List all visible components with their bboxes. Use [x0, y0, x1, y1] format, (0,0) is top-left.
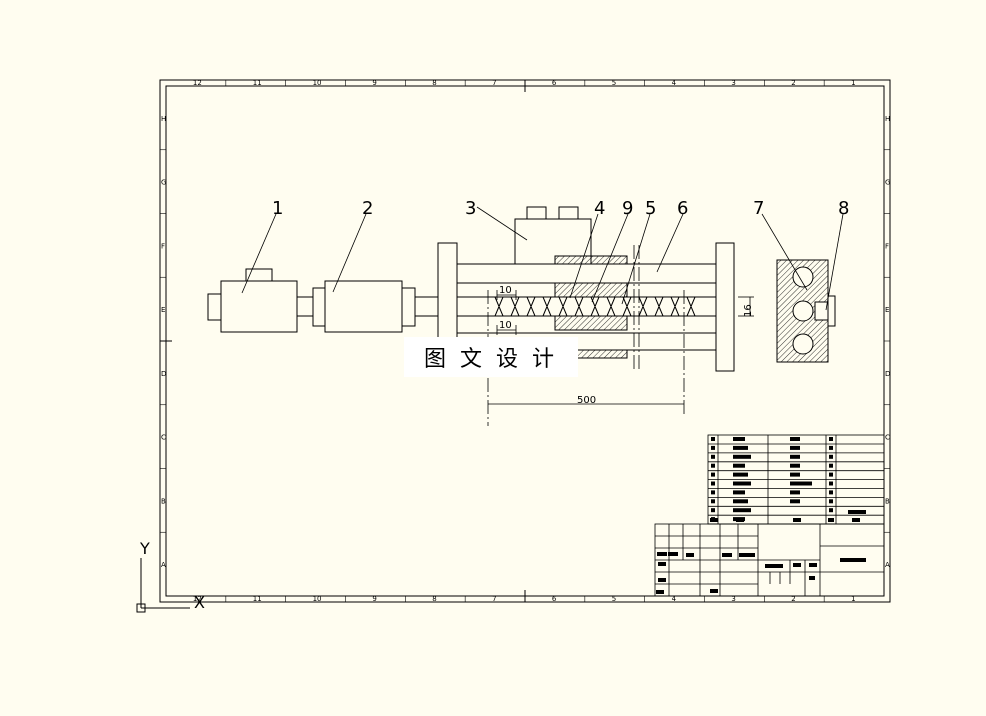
zone-row-label: E [161, 306, 165, 314]
part-label: 5 [645, 198, 656, 219]
zone-row-label: A [161, 561, 166, 569]
zone-column-label: 4 [672, 595, 677, 603]
part-label: 4 [594, 198, 605, 219]
zone-column-label: 12 [193, 595, 202, 603]
title-block [654, 434, 885, 597]
zone-row-label: D [885, 370, 890, 378]
motor [207, 268, 314, 333]
zone-column-label: 3 [731, 79, 735, 87]
side-view-block [776, 259, 836, 363]
zone-row-label: H [885, 115, 890, 123]
part-label: 6 [677, 198, 688, 219]
zone-column-label: 7 [492, 79, 496, 87]
part-label: 2 [362, 198, 373, 219]
zone-row-label: G [885, 179, 890, 187]
zone-row-label: B [161, 497, 166, 505]
zone-column-label: 8 [432, 79, 436, 87]
part-label: 1 [272, 198, 283, 219]
zone-column-label: 4 [672, 79, 677, 87]
zone-column-label: 6 [552, 79, 557, 87]
dim-length-label: 500 [577, 395, 596, 406]
zone-row-label: B [885, 497, 890, 505]
zone-column-label: 1 [851, 79, 855, 87]
watermark-background [404, 337, 578, 377]
nut-hatched [554, 255, 628, 359]
center-marks [160, 80, 526, 602]
ucs-x-label: X [194, 593, 205, 612]
zone-row-label: A [885, 561, 890, 569]
watermark-text: 图文设计 [424, 347, 568, 372]
part-label: 8 [838, 198, 849, 219]
part-label: 7 [753, 198, 764, 219]
zone-row-label: D [161, 370, 166, 378]
zone-column-label: 12 [193, 79, 202, 87]
title-block-text-fills [656, 437, 866, 594]
zone-column-label: 2 [791, 595, 795, 603]
zone-column-label: 2 [791, 79, 795, 87]
zone-column-label: 10 [313, 595, 322, 603]
zone-column-label: 3 [731, 595, 735, 603]
ucs-y-label: Y [139, 539, 150, 558]
zone-column-label: 11 [253, 79, 262, 87]
zone-column-label: 1 [851, 595, 855, 603]
part-label: 9 [622, 198, 633, 219]
zone-row-label: F [885, 242, 889, 250]
zone-row-label: H [161, 115, 166, 123]
zone-column-label: 6 [552, 595, 557, 603]
zone-column-label: 9 [372, 595, 376, 603]
zone-row-label: F [161, 242, 165, 250]
part-label: 3 [465, 198, 476, 219]
lead-screw [457, 296, 716, 317]
leader-lines [241, 206, 844, 311]
dim-bottom-label: 10 [499, 320, 512, 331]
zone-row-label: C [161, 434, 166, 442]
dim-vertical-label: 16 [743, 304, 754, 317]
dim-top-label: 10 [499, 285, 512, 296]
zone-column-label: 5 [612, 79, 616, 87]
right-end-plate [715, 242, 735, 372]
ucs-icon [136, 558, 190, 613]
zone-row-label: E [885, 306, 889, 314]
zone-column-label: 9 [372, 79, 376, 87]
slider-table [514, 206, 592, 265]
zone-column-label: 11 [253, 595, 262, 603]
zone-row-label: G [161, 179, 166, 187]
gear-reducer [312, 280, 439, 333]
zone-column-label: 10 [313, 79, 322, 87]
zone-column-label: 7 [492, 595, 496, 603]
zone-column-label: 5 [612, 595, 616, 603]
zone-row-label: C [885, 434, 890, 442]
zone-column-label: 8 [432, 595, 436, 603]
dimensions [488, 290, 754, 405]
